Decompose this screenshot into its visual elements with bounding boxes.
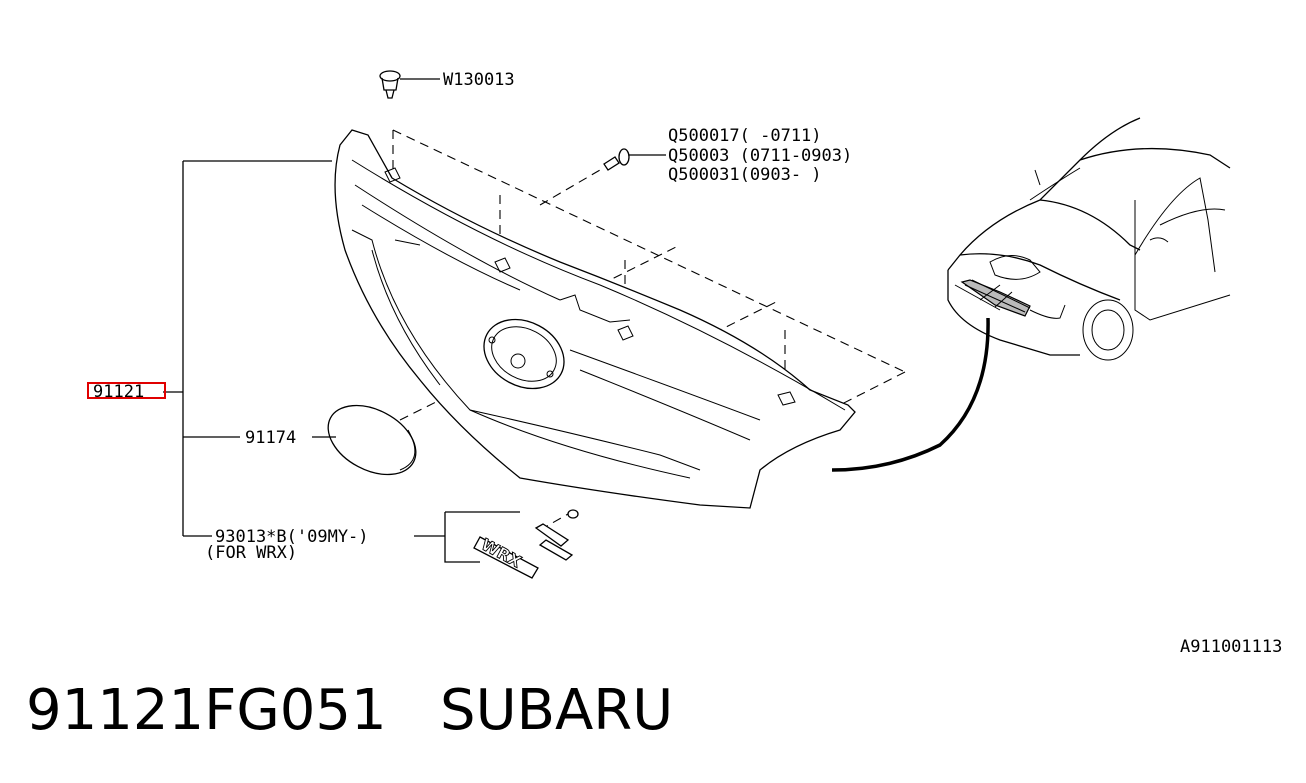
callout-screw-1: Q500017( -0711) [668, 126, 822, 146]
callout-screw-2: Q50003 (0711-0903) [668, 146, 852, 166]
screw-icon [603, 148, 666, 171]
diagram-code: A911001113 [1180, 637, 1282, 657]
front-grille-icon [334, 129, 856, 509]
callout-screw-3: Q500031(0903- ) [668, 165, 822, 185]
callout-91121[interactable]: 91121 [93, 382, 144, 402]
part-number: 91121FG051 [26, 678, 387, 743]
badge-text: WRX [478, 535, 525, 572]
emblem-mount-icon [483, 318, 565, 390]
highlight-box [87, 382, 166, 399]
part-caption: 91121FG051 SUBARU [26, 683, 673, 739]
emblem-91174-icon [327, 404, 417, 476]
car-location-icon [831, 117, 1231, 472]
callout-for-wrx: (FOR WRX) [205, 543, 297, 563]
callout-91174[interactable]: 91174 [245, 428, 296, 448]
clip-w130013-icon [379, 70, 440, 99]
brand-name: SUBARU [440, 678, 674, 743]
callout-w130013: W130013 [443, 70, 515, 90]
wrx-badge-icon: WRX [473, 509, 579, 579]
leader-lines [163, 160, 520, 563]
callout-93013[interactable]: 93013*B('09MY-) [215, 527, 369, 547]
